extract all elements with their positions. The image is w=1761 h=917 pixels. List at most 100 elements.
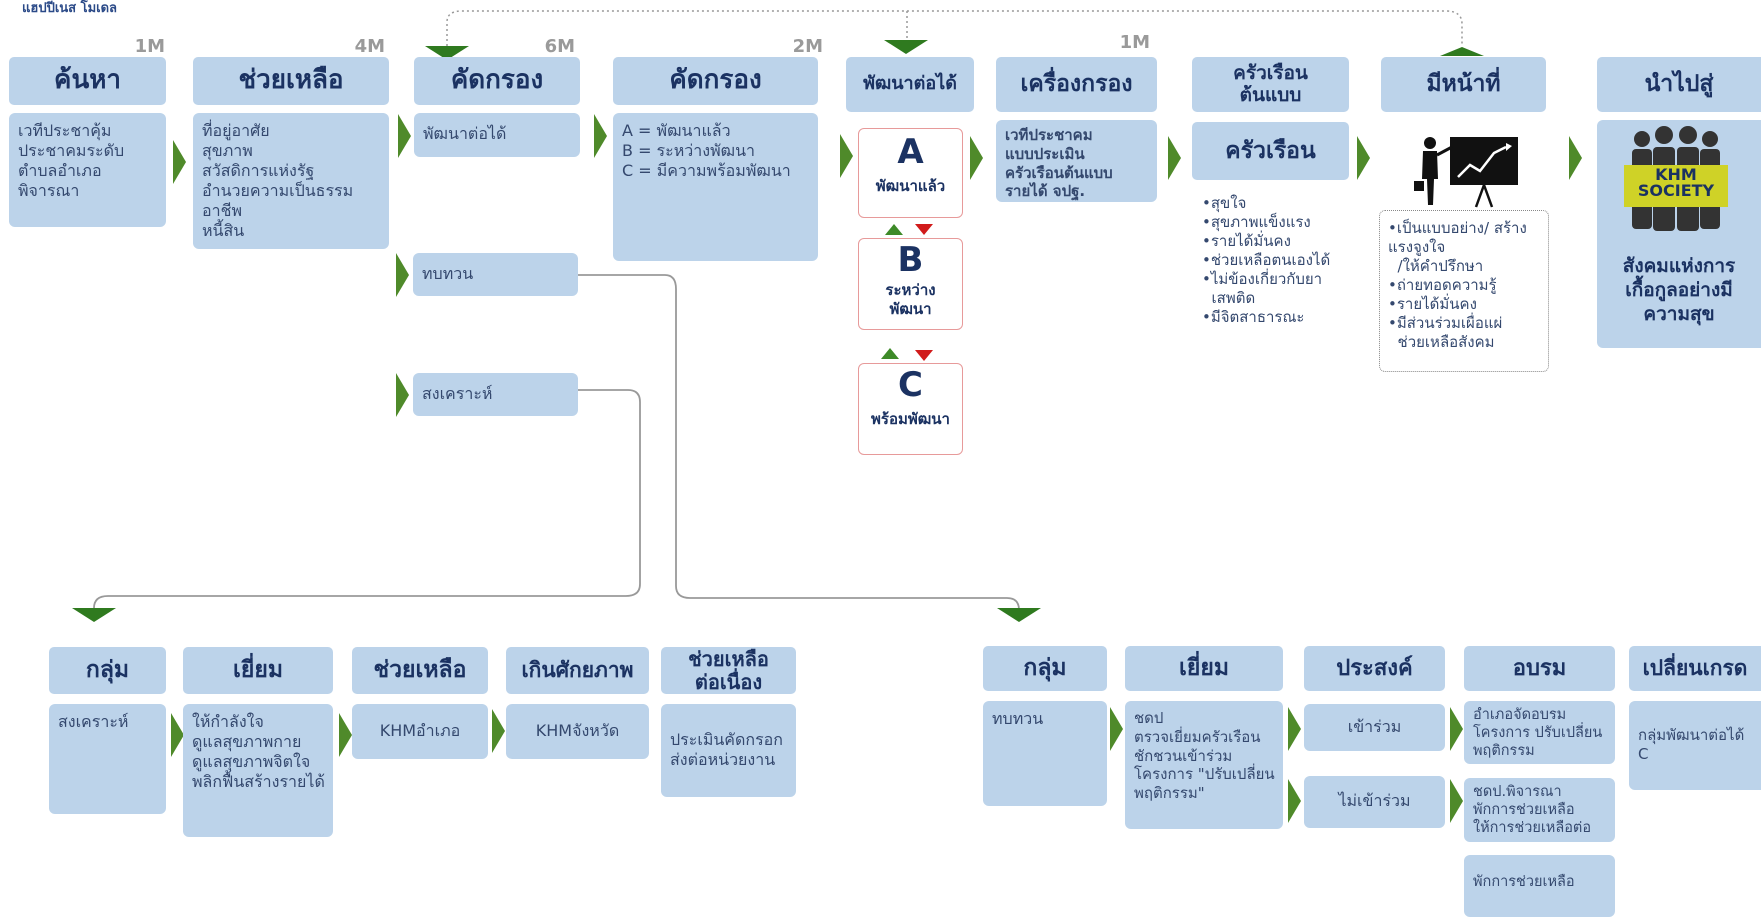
- step-box-help: ที่อยู่อาศัย สุขภาพ สวัสดิการแห่งรัฐ อำน…: [193, 113, 389, 249]
- box-line: C: [1638, 744, 1649, 763]
- step-duration-tag: 1M: [134, 36, 165, 57]
- flow-arrow-icon: [840, 134, 853, 178]
- bl-help-box: KHMอำเภอ: [352, 704, 488, 759]
- br-group-box: ทบทวน: [983, 701, 1107, 806]
- dotted-loop-arrow-icon: [884, 40, 928, 54]
- box-line: โครงการ ปรับเปลี่ยน: [1473, 725, 1603, 742]
- box-line: B = ระหว่างพัฒนา: [622, 141, 755, 160]
- flow-arrow-icon: [970, 136, 983, 180]
- br-visit-box: ชดป ตรวจเยี่ยมครัวเรือน ชักชวนเข้าร่วม โ…: [1125, 701, 1283, 829]
- bl-header-continue-help: ช่วยเหลือ ต่อเนื่อง: [661, 647, 796, 694]
- branch-welfare-box: สงเคราะห์: [413, 373, 578, 416]
- flow-arrow-icon: [1168, 136, 1181, 180]
- bullet-item: •มีจิตสาธารณะ: [1202, 308, 1305, 327]
- box-line: พักการช่วยเหลือ: [1473, 802, 1575, 819]
- level-c-card: C พร้อมพัฒนา: [858, 363, 963, 455]
- down-arrow-icon: [915, 350, 933, 361]
- flow-arrow-icon: [396, 253, 409, 297]
- step-duration-tag: 4M: [354, 36, 385, 57]
- duty-list: •เป็นแบบอย่าง/ สร้าง แรงจูงใจ /ให้คำปรึก…: [1379, 210, 1549, 372]
- box-line: รายได้ จปฐ.: [1005, 182, 1086, 201]
- branch-arrow-icon: [997, 608, 1041, 622]
- header-line: ช่วยเหลือ: [688, 646, 769, 671]
- bullet-item: เสพติด: [1202, 289, 1256, 308]
- box-line: พิจารณา: [18, 181, 80, 200]
- dotted-loop-arrow-icon: [425, 46, 469, 60]
- bullet-item: •สุขภาพแข็งแรง: [1202, 213, 1311, 232]
- box-line: ไม่เข้าร่วม: [1338, 791, 1411, 810]
- box-line: ส่งต่อหน่วยงาน: [670, 750, 776, 769]
- box-line: ตรวจเยี่ยมครัวเรือน: [1134, 727, 1261, 746]
- step-header-filter-tool: เครื่องกรอง: [996, 57, 1157, 112]
- box-line: สงเคราะห์: [422, 384, 493, 403]
- bullet-item: •ถ่ายทอดความรู้: [1388, 276, 1497, 295]
- level-b-card: B ระหว่าง พัฒนา: [858, 238, 963, 330]
- level-text: พัฒนาแล้ว: [875, 177, 946, 195]
- bullet-item: •มีส่วนร่วมเผื่อแผ่: [1388, 314, 1503, 333]
- presenter-chart-icon: [1414, 137, 1518, 208]
- household-subheader: ครัวเรือน: [1192, 122, 1349, 180]
- flow-arrow-icon: [339, 713, 352, 757]
- step-header-duty: มีหน้าที่: [1381, 57, 1546, 112]
- br-header-change-grade: เปลี่ยนเกรด: [1629, 646, 1761, 691]
- flow-arrow-icon: [1450, 779, 1463, 823]
- result-statement: สังคมแห่งการ เกื้อกูลอย่างมี ความสุข: [1597, 255, 1761, 326]
- household-criteria-list: •สุขใจ •สุขภาพแข็งแรง •รายได้มั่นคง •ช่ว…: [1202, 194, 1330, 327]
- box-line: สงเคราะห์: [58, 712, 129, 731]
- br-header-training: อบรม: [1464, 646, 1615, 691]
- bullet-item: •เป็นแบบอย่าง/ สร้าง: [1388, 219, 1527, 237]
- box-line: เข้าร่วม: [1347, 717, 1402, 736]
- step-header-grade: คัดกรอง: [613, 57, 818, 105]
- flow-arrow-icon: [594, 114, 607, 158]
- flow-arrow-icon: [171, 713, 184, 757]
- box-line: ประเมินคัดกรอก: [670, 730, 783, 749]
- box-line: โครงการ "ปรับเปลี่ยน: [1134, 765, 1275, 784]
- flow-arrow-icon: [1357, 136, 1370, 180]
- bl-header-help: ช่วยเหลือ: [352, 647, 488, 694]
- level-letter: A: [897, 132, 924, 172]
- step-duration-tag: 2M: [792, 36, 823, 57]
- level-text: พัฒนา: [889, 299, 932, 318]
- box-line: ทบทวน: [422, 264, 474, 283]
- branch-develop-box: พัฒนาต่อได้: [414, 113, 580, 157]
- level-letter: C: [898, 365, 923, 405]
- step-box-search: เวทีประชาคุ้ม ประชาคมระดับ ตำบลอำเภอ พิจ…: [9, 113, 166, 227]
- box-line: อำนวยความเป็นธรรม: [202, 181, 354, 200]
- bl-visit-box: ให้กำลังใจ ดูแลสุขภาพกาย ดูแลสุขภาพจิตใจ…: [183, 704, 333, 837]
- step-header-can-develop: พัฒนาต่อได้: [846, 57, 974, 112]
- filter-tool-box: เวทีประชาคม แบบประเมิน ครัวเรือนต้นแบบ ร…: [996, 120, 1157, 202]
- logo-line: SOCIETY: [1637, 181, 1715, 200]
- box-line: เวทีประชาคม: [1005, 126, 1093, 144]
- box-line: หนี้สิน: [202, 221, 245, 240]
- box-line: ให้กำลังใจ: [192, 712, 264, 731]
- bullet-item: •ไม่ข้องเกี่ยวกับยา: [1202, 270, 1323, 289]
- br-header-group: กลุ่ม: [983, 646, 1107, 691]
- step-header-help: ช่วยเหลือ: [193, 57, 389, 105]
- header-line: ต่อเนื่อง: [694, 669, 763, 694]
- step-header-lead-to: นำไปสู่: [1597, 57, 1761, 112]
- br-not-join-option: ไม่เข้าร่วม: [1304, 776, 1445, 828]
- box-line: พลิกฟื้นสร้างรายได้: [192, 772, 325, 791]
- box-line: พฤติกรรม": [1134, 784, 1205, 802]
- br-review-outcome: ชดป.พิจารณา พักการช่วยเหลือ ให้การช่วยเห…: [1464, 778, 1615, 842]
- box-line: ให้การช่วยเหลือต่อ: [1473, 820, 1592, 837]
- br-join-option: เข้าร่วม: [1304, 704, 1445, 751]
- box-line: พักการช่วยเหลือ: [1473, 874, 1575, 890]
- box-line: พฤติกรรม: [1473, 743, 1535, 760]
- box-line: สวัสดิการแห่งรัฐ: [202, 161, 315, 180]
- flow-arrow-icon: [396, 373, 409, 417]
- bullet-item: /ให้คำปรึกษา: [1388, 257, 1484, 276]
- result-line: ความสุข: [1643, 302, 1715, 325]
- flow-arrow-icon: [1569, 136, 1582, 180]
- br-header-visit: เยี่ยม: [1125, 646, 1283, 691]
- box-line: สุขภาพ: [202, 141, 253, 160]
- page-top-label: แฮปปีเนส โมเดล: [22, 1, 118, 16]
- level-letter: B: [897, 240, 924, 280]
- box-line: ดูแลสุขภาพจิตใจ: [192, 752, 311, 771]
- dotted-loop-arrow-icon: [1440, 47, 1484, 56]
- bl-group-box: สงเคราะห์: [49, 704, 166, 814]
- box-line: ชักชวนเข้าร่วม: [1134, 746, 1233, 765]
- branch-review-box: ทบทวน: [413, 253, 578, 296]
- box-line: กลุ่มพัฒนาต่อได้: [1638, 726, 1745, 744]
- step-header-search: ค้นหา: [9, 57, 166, 105]
